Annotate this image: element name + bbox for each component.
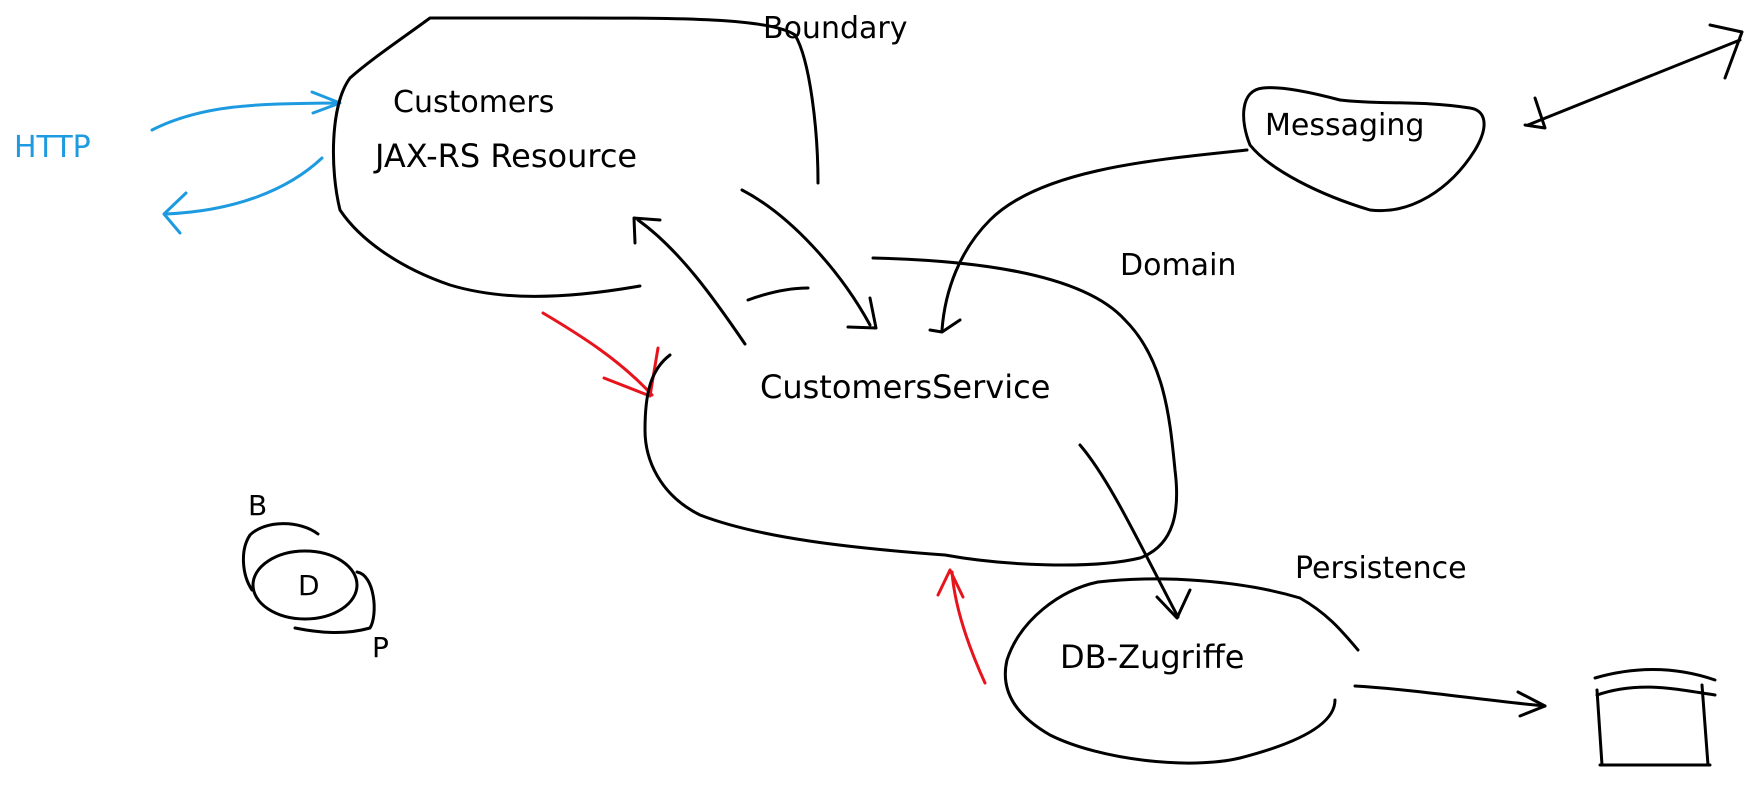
- db-access-label: DB-Zugriffe: [1060, 638, 1244, 676]
- database-icon: [1593, 668, 1717, 767]
- customers-label: Customers: [393, 85, 554, 120]
- legend-domain-ellipse: [251, 549, 359, 621]
- boundary-label: Boundary: [763, 11, 907, 46]
- jaxrs-resource-label: JAX-RS Resource: [373, 137, 637, 175]
- persistence-label: Persistence: [1295, 551, 1467, 586]
- messaging-external-arrow: [1523, 23, 1744, 130]
- boundary-blob: [331, 16, 820, 298]
- persistence-blob: [1003, 580, 1337, 765]
- messaging-label: Messaging: [1265, 108, 1424, 143]
- legend-persistence-arc: [293, 570, 376, 635]
- persistence-blob-top: [1096, 577, 1360, 652]
- boundary-depends-on-domain-arrow: [541, 311, 660, 398]
- legend-p-label: P: [372, 631, 389, 664]
- resource-to-service-arrow: [740, 188, 878, 330]
- bdp-legend: B D P: [242, 489, 389, 664]
- customers-service-label: CustomersService: [760, 368, 1050, 406]
- service-to-resource-arrow: [632, 216, 747, 346]
- http-response-arrow: [162, 156, 324, 235]
- domain-label: Domain: [1120, 248, 1236, 283]
- domain-blob-gap: [746, 286, 810, 302]
- messaging-blob: [1242, 86, 1486, 213]
- db-to-database-arrow: [1353, 684, 1547, 718]
- legend-d-label: D: [298, 569, 320, 602]
- http-label: HTTP: [14, 130, 91, 165]
- legend-b-label: B: [248, 489, 267, 522]
- domain-blob: [643, 256, 1179, 567]
- persistence-depends-on-domain-arrow: [936, 568, 987, 685]
- http-request-arrow: [150, 90, 342, 132]
- messaging-to-service-arrow: [928, 148, 1249, 334]
- service-to-db-arrow: [1078, 443, 1192, 620]
- legend-boundary-arc: [242, 522, 320, 592]
